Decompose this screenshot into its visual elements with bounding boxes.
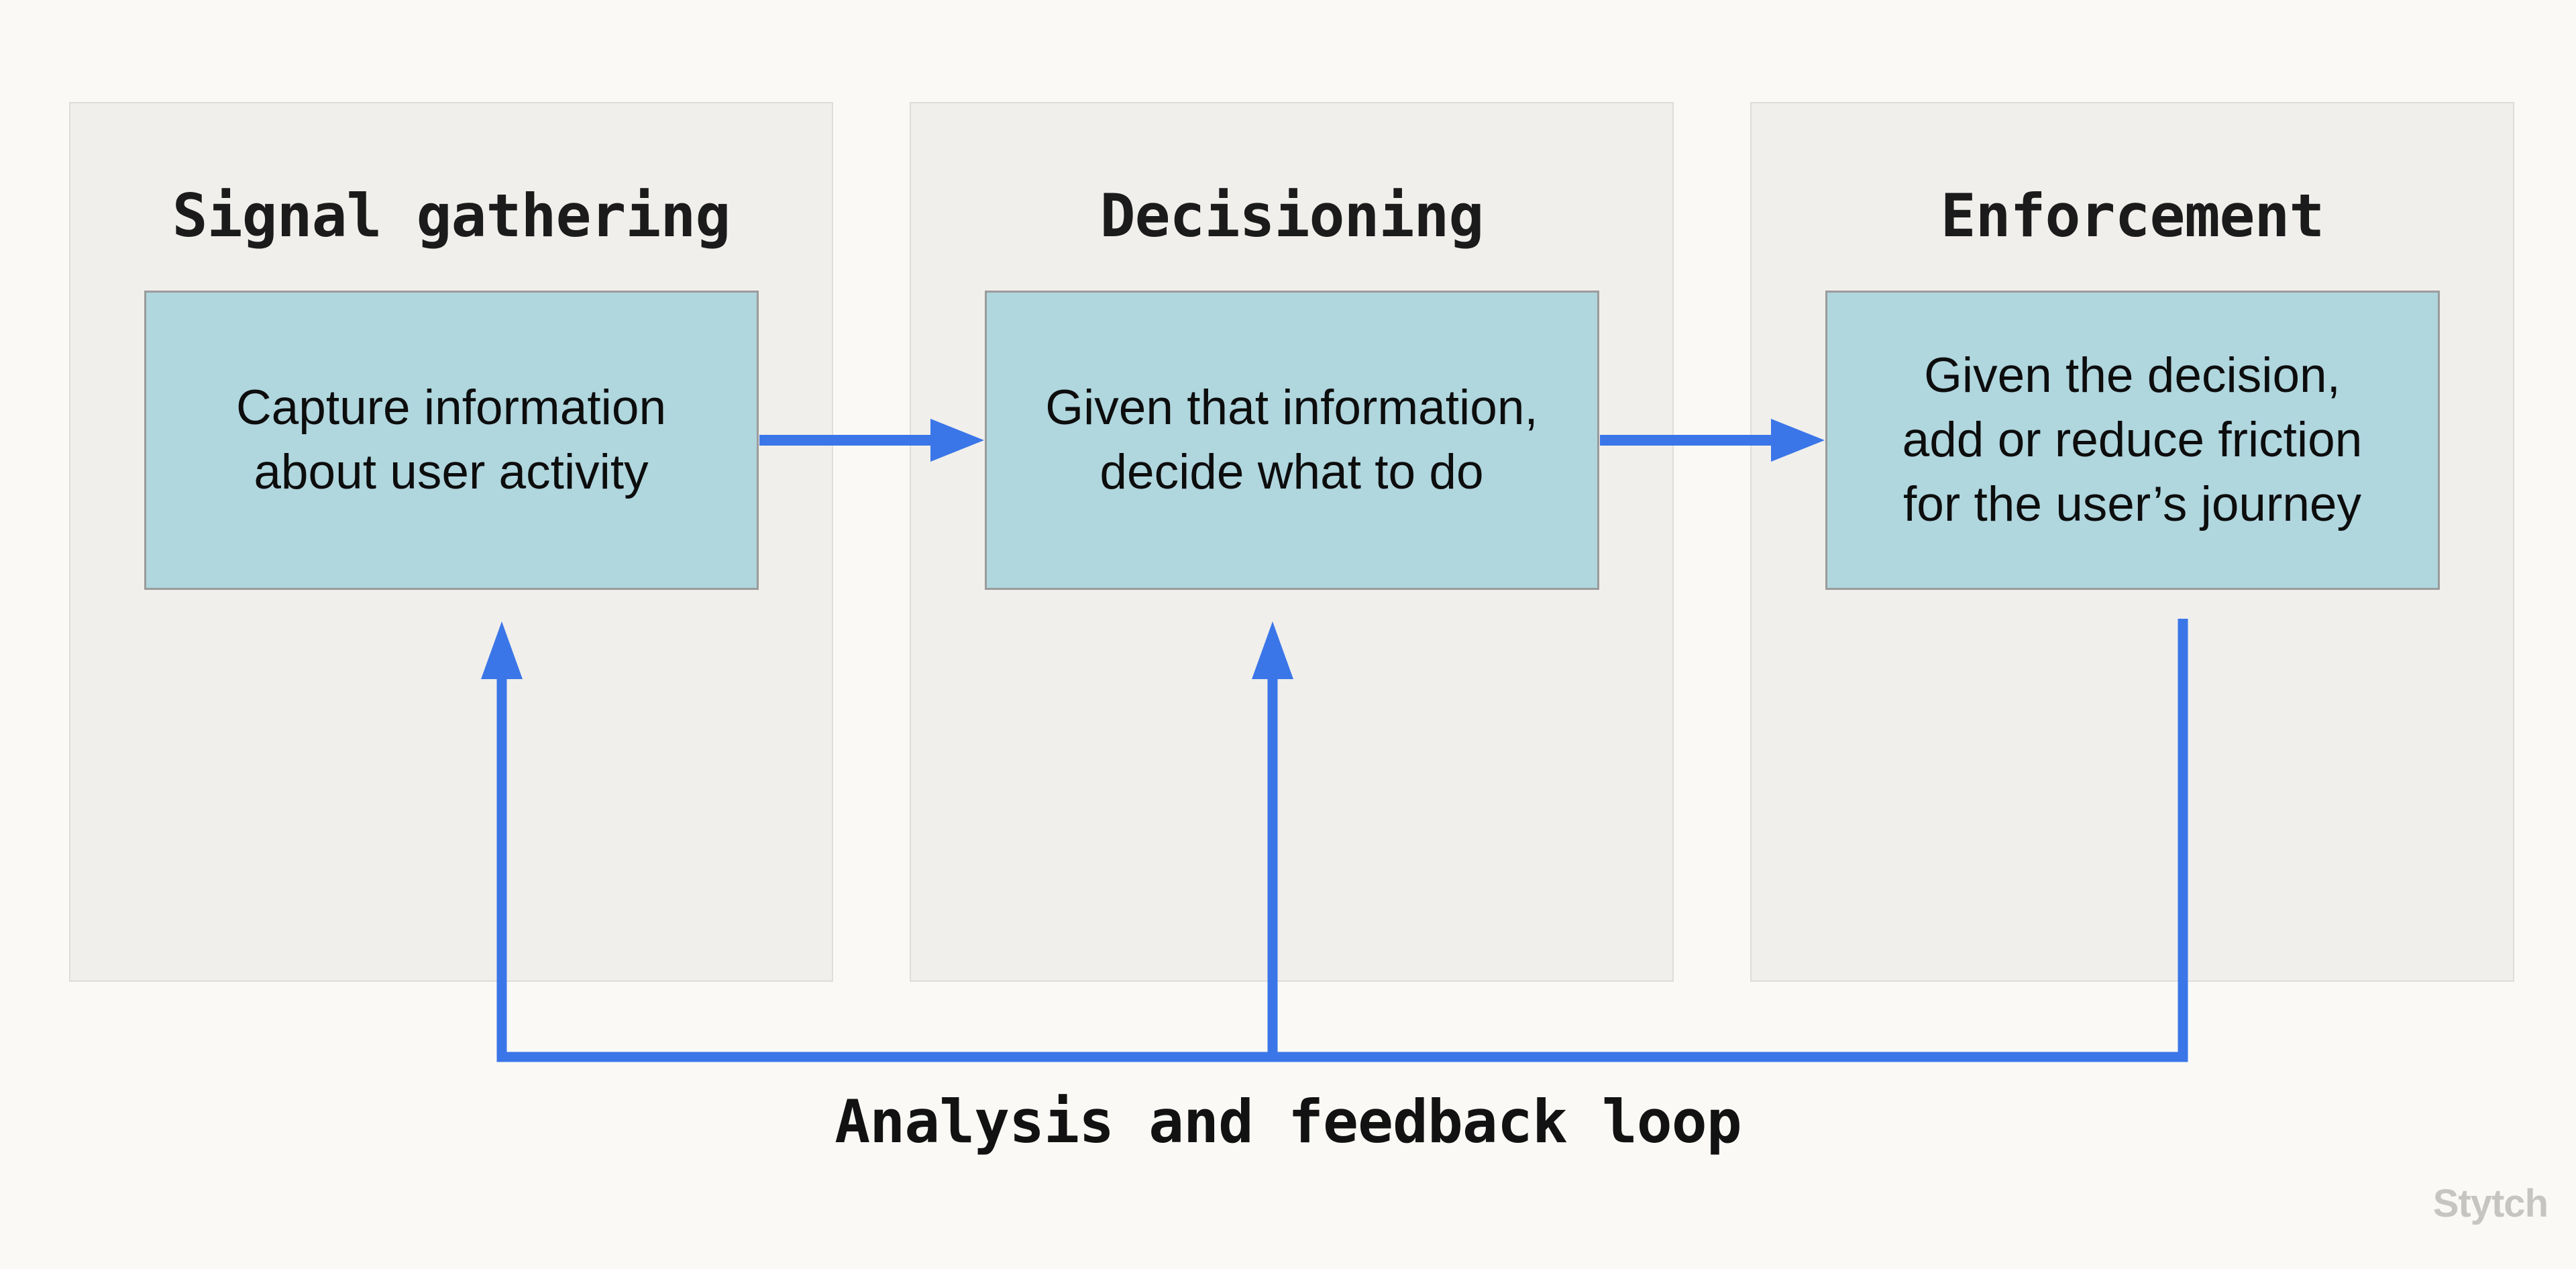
panel-title-enforcement: Enforcement [1940, 181, 2325, 250]
panel-enforcement: Enforcement Given the decision, add or r… [1750, 102, 2514, 982]
feedback-loop-label: Analysis and feedback loop [835, 1087, 1742, 1156]
step-box-text-line: Capture information [235, 380, 667, 435]
panel-title-signal-gathering: Signal gathering [172, 181, 731, 250]
step-box-signal-gathering: Capture information about user activity [144, 291, 759, 590]
step-box-text-line: Given the decision, [1924, 348, 2341, 403]
step-box-decisioning: Given that information, decide what to d… [984, 291, 1599, 590]
panel-decisioning: Decisioning Given that information, deci… [910, 102, 1674, 982]
stytch-logo: Stytch [2432, 1182, 2548, 1225]
panel-signal-gathering: Signal gathering Capture information abo… [69, 102, 833, 982]
step-box-enforcement: Given the decision, add or reduce fricti… [1825, 291, 2440, 590]
step-box-text-line: Given that information, [1045, 380, 1538, 435]
step-box-text-line: decide what to do [1099, 445, 1484, 499]
panel-title-decisioning: Decisioning [1099, 181, 1485, 250]
step-box-text-line: about user activity [254, 445, 649, 499]
step-box-text-line: for the user’s journey [1902, 477, 2362, 531]
step-box-text-line: add or reduce friction [1902, 413, 2363, 467]
